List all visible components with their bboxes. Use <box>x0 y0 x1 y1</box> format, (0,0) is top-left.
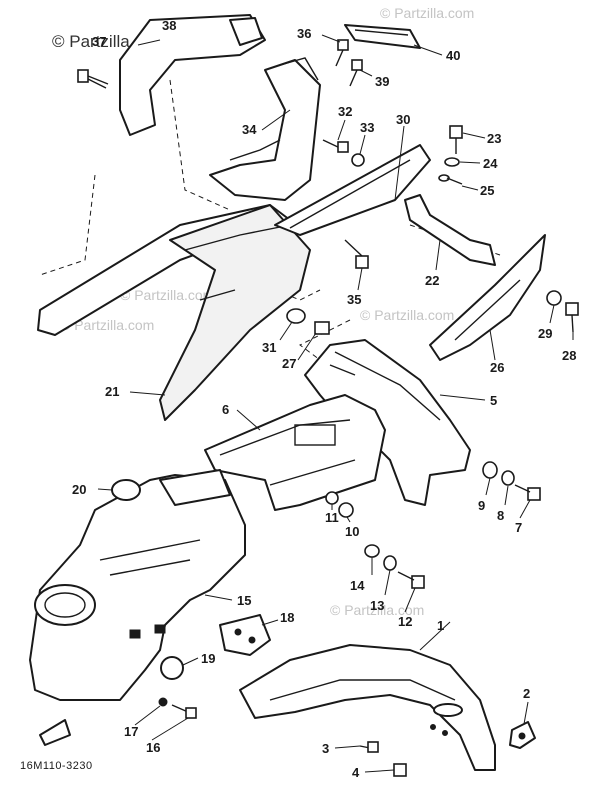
callout-6: 6 <box>222 402 229 417</box>
callout-1: 1 <box>437 618 444 633</box>
grab-bar-part-34 <box>119 14 321 201</box>
callout-9: 9 <box>478 498 485 513</box>
callout-12: 12 <box>398 614 412 629</box>
callout-33: 33 <box>360 120 374 135</box>
callout-21: 21 <box>105 384 119 399</box>
callout-3: 3 <box>322 741 329 756</box>
callout-4: 4 <box>352 765 360 780</box>
plate-part-18 <box>219 614 271 656</box>
grommet-part-20 <box>111 479 141 501</box>
side-cover-part-26 <box>429 234 546 361</box>
callout-16: 16 <box>146 740 160 755</box>
cap-part-19 <box>160 656 184 680</box>
callout-14: 14 <box>350 578 365 593</box>
callout-22: 22 <box>425 273 439 288</box>
watermark: © Partzilla.com <box>360 307 454 323</box>
callout-37: 37 <box>92 34 106 49</box>
callout-11: 11 <box>325 510 339 525</box>
callout-31: 31 <box>262 340 276 355</box>
callout-25: 25 <box>480 183 494 198</box>
diagram-code: 16M110-3230 <box>20 760 93 772</box>
watermark: © Partzilla.com <box>380 5 474 21</box>
leader-lines <box>97 34 574 773</box>
callout-39: 39 <box>375 74 389 89</box>
callout-29: 29 <box>538 326 552 341</box>
fender-housing-part-15 <box>29 469 246 701</box>
callout-36: 36 <box>297 26 311 41</box>
callout-labels: 1 2 3 4 5 6 7 8 9 10 11 12 13 14 15 16 1… <box>72 18 576 780</box>
watermark: © Partzilla.com <box>120 287 214 303</box>
callout-17: 17 <box>124 724 138 739</box>
bracket-part-22 <box>404 194 496 266</box>
callout-20: 20 <box>72 482 86 497</box>
callout-5: 5 <box>490 393 497 408</box>
watermark: © Partzilla.com <box>60 317 154 333</box>
callout-15: 15 <box>237 593 251 608</box>
callout-35: 35 <box>347 292 361 307</box>
watermark: © Partzilla.com <box>330 602 424 618</box>
bolt-part-37 <box>77 69 109 89</box>
brace-part-30 <box>274 144 431 236</box>
callout-19: 19 <box>201 651 215 666</box>
callout-26: 26 <box>490 360 504 375</box>
callout-24: 24 <box>483 156 498 171</box>
callout-40: 40 <box>446 48 460 63</box>
callout-18: 18 <box>280 610 294 625</box>
callout-13: 13 <box>370 598 384 613</box>
callout-7: 7 <box>515 520 522 535</box>
callout-23: 23 <box>487 131 501 146</box>
callout-27: 27 <box>282 356 296 371</box>
frame-part-6 <box>204 394 386 511</box>
callout-34: 34 <box>242 122 257 137</box>
side-rail-part-21 <box>37 204 311 421</box>
callout-2: 2 <box>523 686 530 701</box>
front-fender-part-1 <box>239 644 496 771</box>
callout-28: 28 <box>562 348 576 363</box>
callout-8: 8 <box>497 508 504 523</box>
callout-38: 38 <box>162 18 176 33</box>
clip-part-2 <box>509 721 536 749</box>
callout-10: 10 <box>345 524 359 539</box>
callout-30: 30 <box>396 112 410 127</box>
callout-32: 32 <box>338 104 352 119</box>
